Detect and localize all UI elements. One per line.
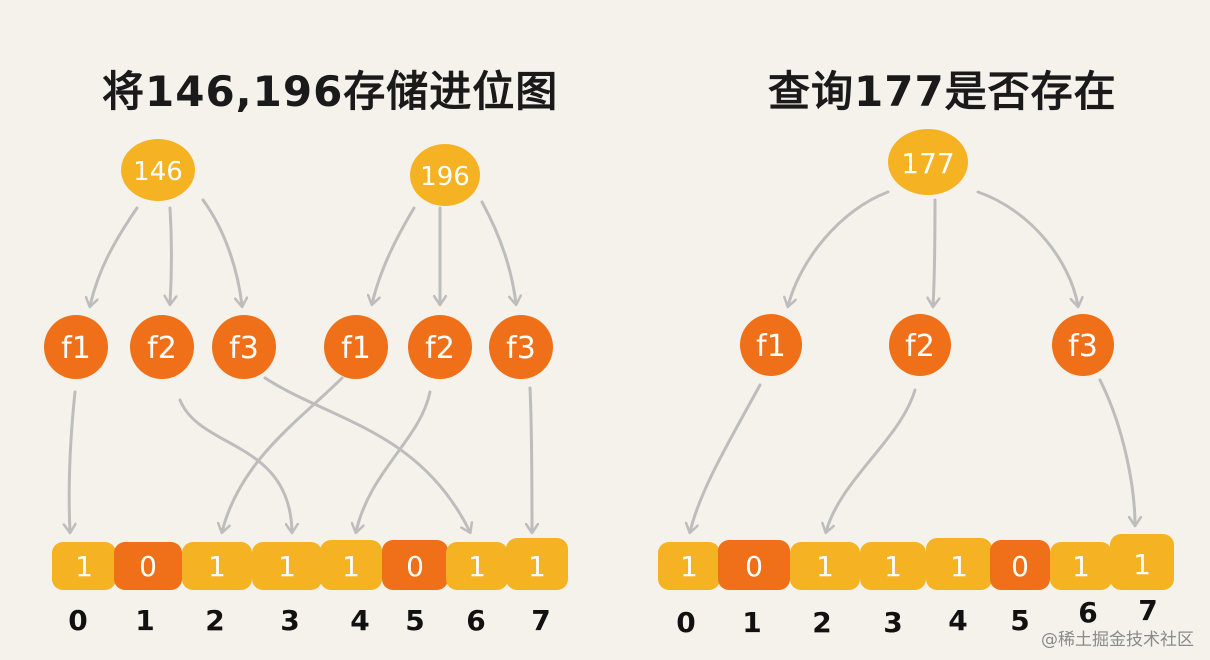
arrow-177-f1	[788, 190, 890, 306]
right-bit-3: 1	[860, 542, 926, 590]
bit-value: 1	[528, 550, 546, 583]
bit-value: 0	[406, 550, 424, 583]
arrow-196-f3	[480, 200, 516, 304]
left-bit-3: 1	[252, 542, 322, 590]
arrow-146-f3	[201, 198, 242, 306]
arrow-196-f2-to-bit4	[356, 390, 432, 532]
index-label: 6	[1078, 596, 1097, 629]
hash-label: f2	[425, 331, 455, 366]
left-hash-node-f3-b: f3	[489, 315, 553, 379]
right-bit-6: 1	[1050, 542, 1112, 590]
arrow-177-f2-to-bit2	[826, 388, 917, 532]
hash-label: f3	[506, 331, 536, 366]
left-bit-7: 1	[506, 538, 568, 590]
arrow-196-f1-to-bit2	[222, 376, 344, 532]
arrow-146-f1	[90, 206, 139, 306]
right-input-node-177: 177	[888, 129, 968, 195]
left-bit-0: 1	[52, 542, 116, 590]
hash-label: f1	[61, 331, 91, 366]
index-label: 2	[812, 606, 831, 639]
arrow-196-f1	[372, 206, 416, 304]
index-label: 4	[350, 604, 369, 637]
left-bit-5: 0	[382, 540, 448, 590]
index-label: 3	[883, 606, 902, 639]
node-label: 146	[133, 157, 183, 187]
bit-value: 0	[1011, 550, 1029, 583]
arrow-146-f3-to-bit6	[263, 376, 470, 532]
right-title: 查询177是否存在	[768, 67, 1117, 116]
arrow-177-f3	[976, 190, 1078, 306]
left-bit-1: 0	[114, 542, 182, 590]
left-hash-node-f3-a: f3	[212, 315, 276, 379]
index-label: 2	[205, 604, 224, 637]
right-bit-array: 1 0 1 1 1 0 1 1	[658, 534, 1174, 590]
hash-label: f3	[1068, 329, 1098, 364]
right-bit-4: 1	[926, 538, 992, 590]
hash-label: f1	[341, 331, 371, 366]
left-arrows	[69, 198, 532, 532]
right-bit-2: 1	[790, 542, 860, 590]
index-label: 5	[1010, 604, 1029, 637]
right-hash-node-f3: f3	[1052, 314, 1114, 376]
bit-value: 1	[342, 550, 360, 583]
bit-value: 1	[278, 550, 296, 583]
right-hash-node-f2: f2	[889, 314, 951, 376]
left-input-node-196: 196	[410, 144, 480, 206]
right-bit-1: 0	[718, 540, 790, 590]
index-label: 6	[466, 604, 485, 637]
left-bit-array: 1 0 1 1 1 0 1 1	[52, 538, 568, 590]
left-title: 将146,196存储进位图	[102, 67, 559, 116]
left-hash-node-f1-a: f1	[44, 315, 108, 379]
left-hash-node-f2-a: f2	[130, 315, 194, 379]
arrow-146-f2	[170, 206, 172, 304]
node-label: 177	[901, 147, 954, 180]
right-bit-0: 1	[658, 542, 720, 590]
bit-value: 0	[745, 550, 763, 583]
index-label: 0	[68, 604, 87, 637]
bit-value: 1	[75, 550, 93, 583]
arrow-177-f3-to-bit7	[1098, 378, 1135, 525]
right-bit-5: 0	[990, 540, 1050, 590]
left-hash-node-f1-b: f1	[324, 315, 388, 379]
index-label: 4	[948, 604, 967, 637]
index-label: 7	[1138, 594, 1157, 627]
index-label: 1	[135, 604, 154, 637]
arrow-196-f3-to-bit7	[530, 386, 532, 532]
arrow-146-f2-to-bit3	[178, 398, 292, 532]
bit-value: 1	[1133, 548, 1151, 581]
index-label: 5	[405, 604, 424, 637]
index-label: 7	[531, 604, 550, 637]
index-label: 1	[742, 606, 761, 639]
arrow-177-f2	[933, 198, 935, 306]
left-bit-6: 1	[446, 542, 508, 590]
left-bit-2: 1	[182, 542, 252, 590]
left-hash-node-f2-b: f2	[408, 315, 472, 379]
hash-label: f1	[756, 329, 786, 364]
bit-value: 1	[1072, 550, 1090, 583]
bit-value: 1	[680, 550, 698, 583]
hash-label: f2	[147, 331, 177, 366]
left-input-node-146: 146	[121, 139, 195, 201]
left-indices: 0 1 2 3 4 5 6 7	[68, 604, 550, 637]
hash-label: f3	[229, 331, 259, 366]
bit-value: 0	[139, 550, 157, 583]
index-label: 3	[280, 604, 299, 637]
bit-value: 1	[208, 550, 226, 583]
arrow-146-f1-to-bit0	[69, 390, 75, 532]
bit-value: 1	[950, 550, 968, 583]
index-label: 0	[676, 606, 695, 639]
left-bit-4: 1	[320, 540, 382, 590]
watermark: @稀土掘金技术社区	[1041, 630, 1194, 650]
arrow-177-f1-to-bit0	[690, 383, 762, 532]
node-label: 196	[420, 162, 470, 192]
bit-value: 1	[468, 550, 486, 583]
bit-value: 1	[816, 550, 834, 583]
right-indices: 0 1 2 3 4 5 6 7	[676, 594, 1157, 639]
hash-label: f2	[905, 329, 935, 364]
right-bit-7: 1	[1110, 534, 1174, 590]
right-hash-node-f1: f1	[740, 314, 802, 376]
bit-value: 1	[884, 550, 902, 583]
right-arrows	[690, 190, 1135, 532]
